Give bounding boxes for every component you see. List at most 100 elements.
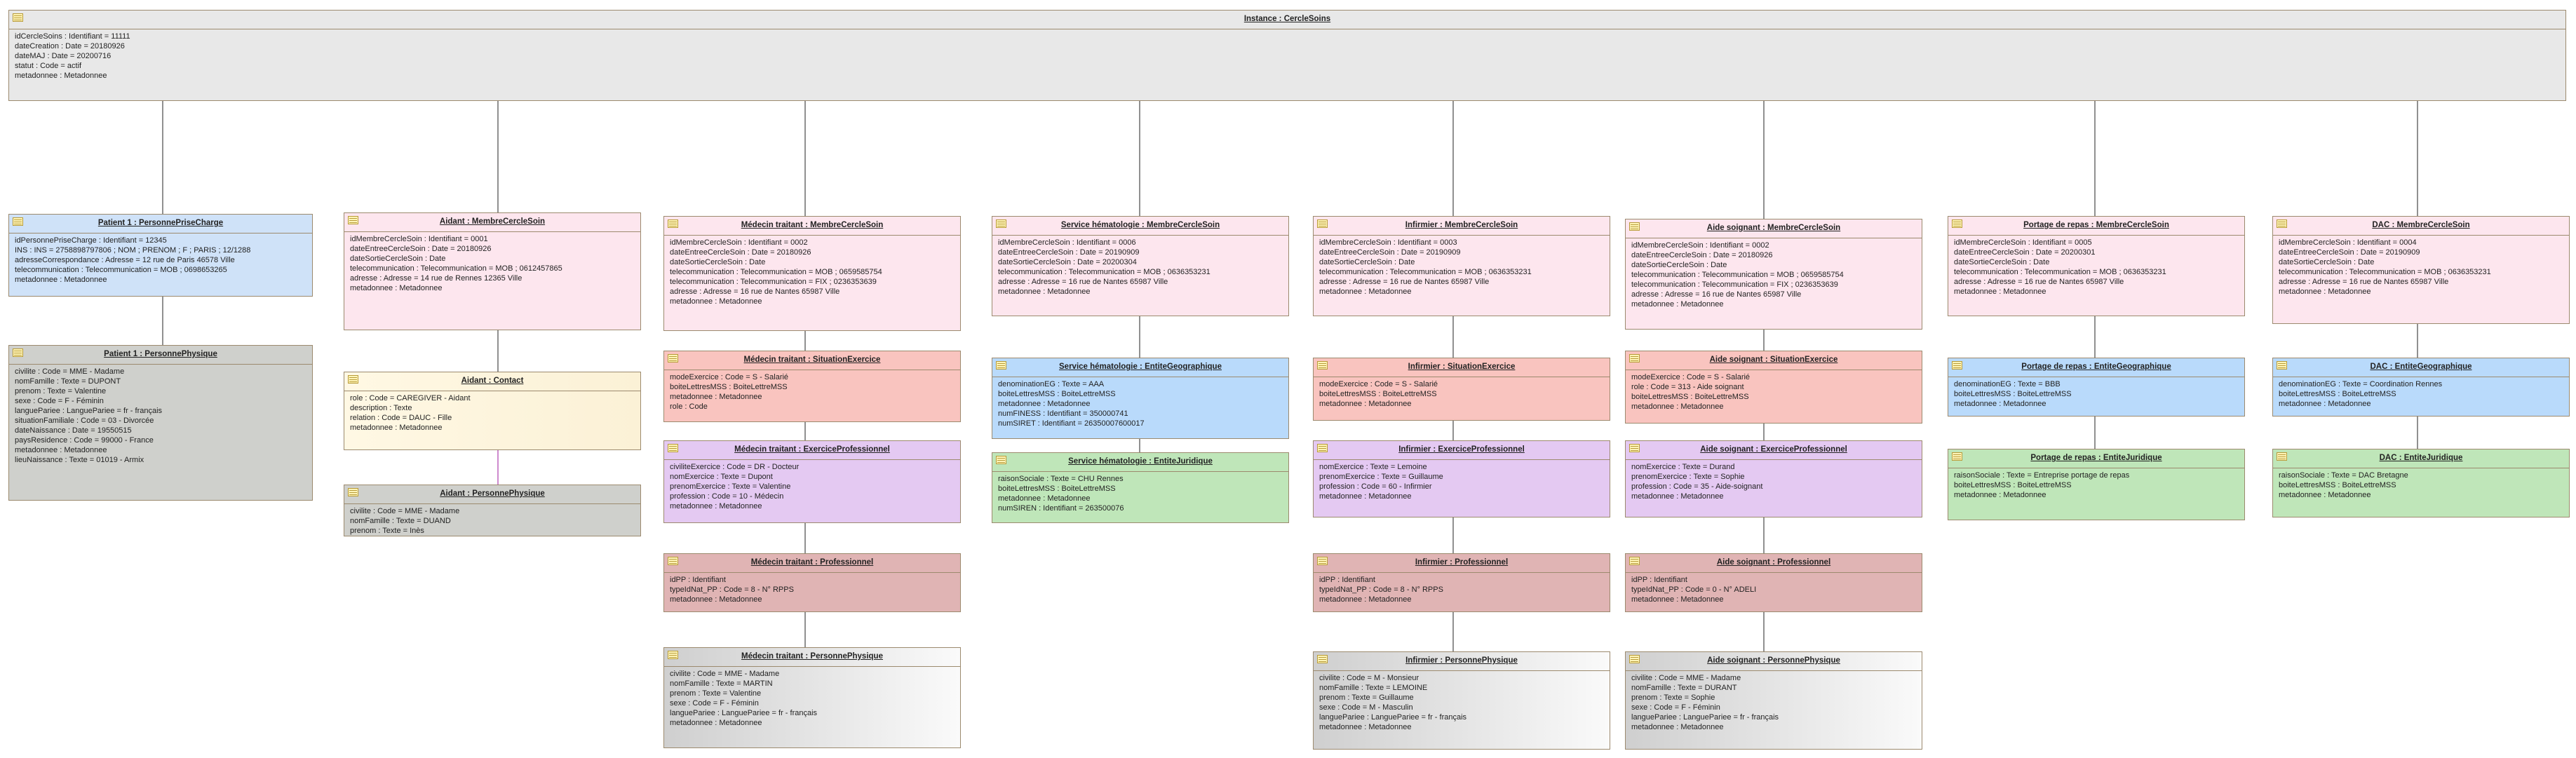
attribute-slot: modeExercice : Code = S - Salarié bbox=[1319, 380, 1438, 388]
compartment-divider bbox=[1626, 572, 1922, 573]
attribute-slot: idMembreCercleSoin : Identifiant = 0004 bbox=[2279, 238, 2417, 247]
instance-specification-icon bbox=[668, 219, 678, 228]
dac-entite-jur-box[interactable]: DAC : EntiteJuridique raisonSociale : Tex… bbox=[2272, 449, 2570, 517]
attribute-slot: telecommunication : Telecommunication = … bbox=[1954, 268, 2166, 276]
attribute-slot: civilite : Code = MME - Madame bbox=[15, 367, 125, 376]
attribute-slot: boiteLettresMSS : BoiteLettreMSS bbox=[998, 390, 1116, 398]
attribute-slot: metadonnee : Metadonnee bbox=[1954, 287, 2046, 296]
attribute-compartment: denominationEG : Texte = Coordination Re… bbox=[2273, 377, 2569, 411]
attribute-slot: typeIdNat_PP : Code = 8 - N° RPPS bbox=[670, 586, 794, 594]
attribute-slot: metadonnee : Metadonnee bbox=[1631, 595, 1724, 604]
instance-specification-icon bbox=[668, 354, 678, 363]
object-title: Aide soignant : Professionnel bbox=[1716, 558, 1831, 567]
attribute-slot: civilite : Code = MME - Madame bbox=[670, 670, 780, 678]
object-header: Aidant : Contact bbox=[344, 372, 640, 391]
attribute-slot: languePariee : LanguePariee = fr - franç… bbox=[15, 407, 163, 415]
attribute-slot: raisonSociale : Texte = DAC Bretagne bbox=[2279, 471, 2408, 480]
attribute-slot: nomFamille : Texte = DUAND bbox=[350, 517, 451, 525]
attribute-slot: dateSortieCercleSoin : Date = 20200304 bbox=[998, 258, 1137, 266]
hemato-entite-geo-box[interactable]: Service hématologie : EntiteGeographique… bbox=[992, 358, 1289, 439]
instance-specification-icon bbox=[1629, 444, 1640, 452]
attribute-slot: nomFamille : Texte = DURANT bbox=[1631, 684, 1737, 692]
instance-specification-icon bbox=[1317, 361, 1328, 370]
compartment-divider bbox=[1948, 235, 2244, 236]
attribute-slot: raisonSociale : Texte = CHU Rennes bbox=[998, 475, 1124, 483]
attribute-slot: modeExercice : Code = S - Salarié bbox=[670, 373, 789, 381]
instance-specification-icon bbox=[13, 13, 23, 22]
attribute-slot: idMembreCercleSoin : Identifiant = 0006 bbox=[998, 238, 1136, 247]
medecin-exercice-box[interactable]: Médecin traitant : ExerciceProfessionnel… bbox=[663, 440, 961, 523]
instance-specification-icon bbox=[1317, 219, 1328, 228]
attribute-slot: dateSortieCercleSoin : Date bbox=[1954, 258, 2050, 266]
instance-specification-icon bbox=[348, 375, 358, 384]
object-header: DAC : EntiteJuridique bbox=[2273, 449, 2569, 468]
object-title: Infirmier : MembreCercleSoin bbox=[1405, 221, 1518, 229]
attribute-slot: relation : Code = DAUC - Fille bbox=[350, 414, 452, 422]
attribute-slot: metadonnee : Metadonnee bbox=[670, 719, 762, 727]
object-title: Aide soignant : MembreCercleSoin bbox=[1706, 224, 1841, 232]
compartment-divider bbox=[992, 235, 1288, 236]
object-header: Aidant : MembreCercleSoin bbox=[344, 213, 640, 231]
attribute-slot: sexe : Code = F - Féminin bbox=[1631, 703, 1720, 712]
instance-specification-icon bbox=[996, 219, 1006, 228]
attribute-slot: adresse : Adresse = 16 rue de Nantes 659… bbox=[998, 278, 1168, 286]
attribute-slot: metadonnee : Metadonnee bbox=[15, 276, 107, 284]
attribute-slot: dateMAJ : Date = 20200716 bbox=[15, 52, 112, 60]
attribute-slot: idMembreCercleSoin : Identifiant = 0005 bbox=[1954, 238, 2092, 247]
instance-specification-icon bbox=[2277, 452, 2287, 461]
attribute-slot: telecommunication : Telecommunication = … bbox=[15, 266, 227, 274]
attribute-slot: description : Texte bbox=[350, 404, 412, 412]
attribute-slot: dateEntreeCercleSoin : Date = 20180926 bbox=[670, 248, 811, 257]
hemato-membre-box[interactable]: Service hématologie : MembreCercleSoin id… bbox=[992, 216, 1289, 316]
attribute-slot: civilite : Code = M - Monsieur bbox=[1319, 674, 1420, 682]
attribute-slot: dateEntreeCercleSoin : Date = 20190909 bbox=[998, 248, 1140, 257]
attribute-slot: telecommunication : Telecommunication = … bbox=[1631, 280, 1838, 289]
compartment-divider bbox=[9, 364, 312, 365]
attribute-slot: dateSortieCercleSoin : Date bbox=[1319, 258, 1415, 266]
attribute-slot: sexe : Code = M - Masculin bbox=[1319, 703, 1413, 712]
object-header: Service hématologie : MembreCercleSoin bbox=[992, 217, 1288, 235]
patient-personne-physique-box[interactable]: Patient 1 : PersonnePhysique civilite : C… bbox=[8, 345, 313, 501]
attribute-slot: dateEntreeCercleSoin : Date = 20190909 bbox=[1319, 248, 1461, 257]
object-header: Aidant : PersonnePhysique bbox=[344, 485, 640, 503]
attribute-slot: metadonnee : Metadonnee bbox=[1319, 723, 1412, 731]
instance-specification-icon bbox=[348, 488, 358, 496]
attribute-slot: metadonnee : Metadonnee bbox=[1631, 300, 1724, 309]
object-header: Médecin traitant : SituationExercice bbox=[664, 351, 960, 370]
attribute-slot: paysResidence : Code = 99000 - France bbox=[15, 436, 154, 445]
attribute-slot: metadonnee : Metadonnee bbox=[1954, 400, 2046, 408]
attribute-slot: idCercleSoins : Identifiant = 11111 bbox=[15, 32, 130, 41]
object-title: Patient 1 : PersonnePhysique bbox=[104, 350, 217, 358]
object-header: Portage de repas : EntiteJuridique bbox=[1948, 449, 2244, 468]
